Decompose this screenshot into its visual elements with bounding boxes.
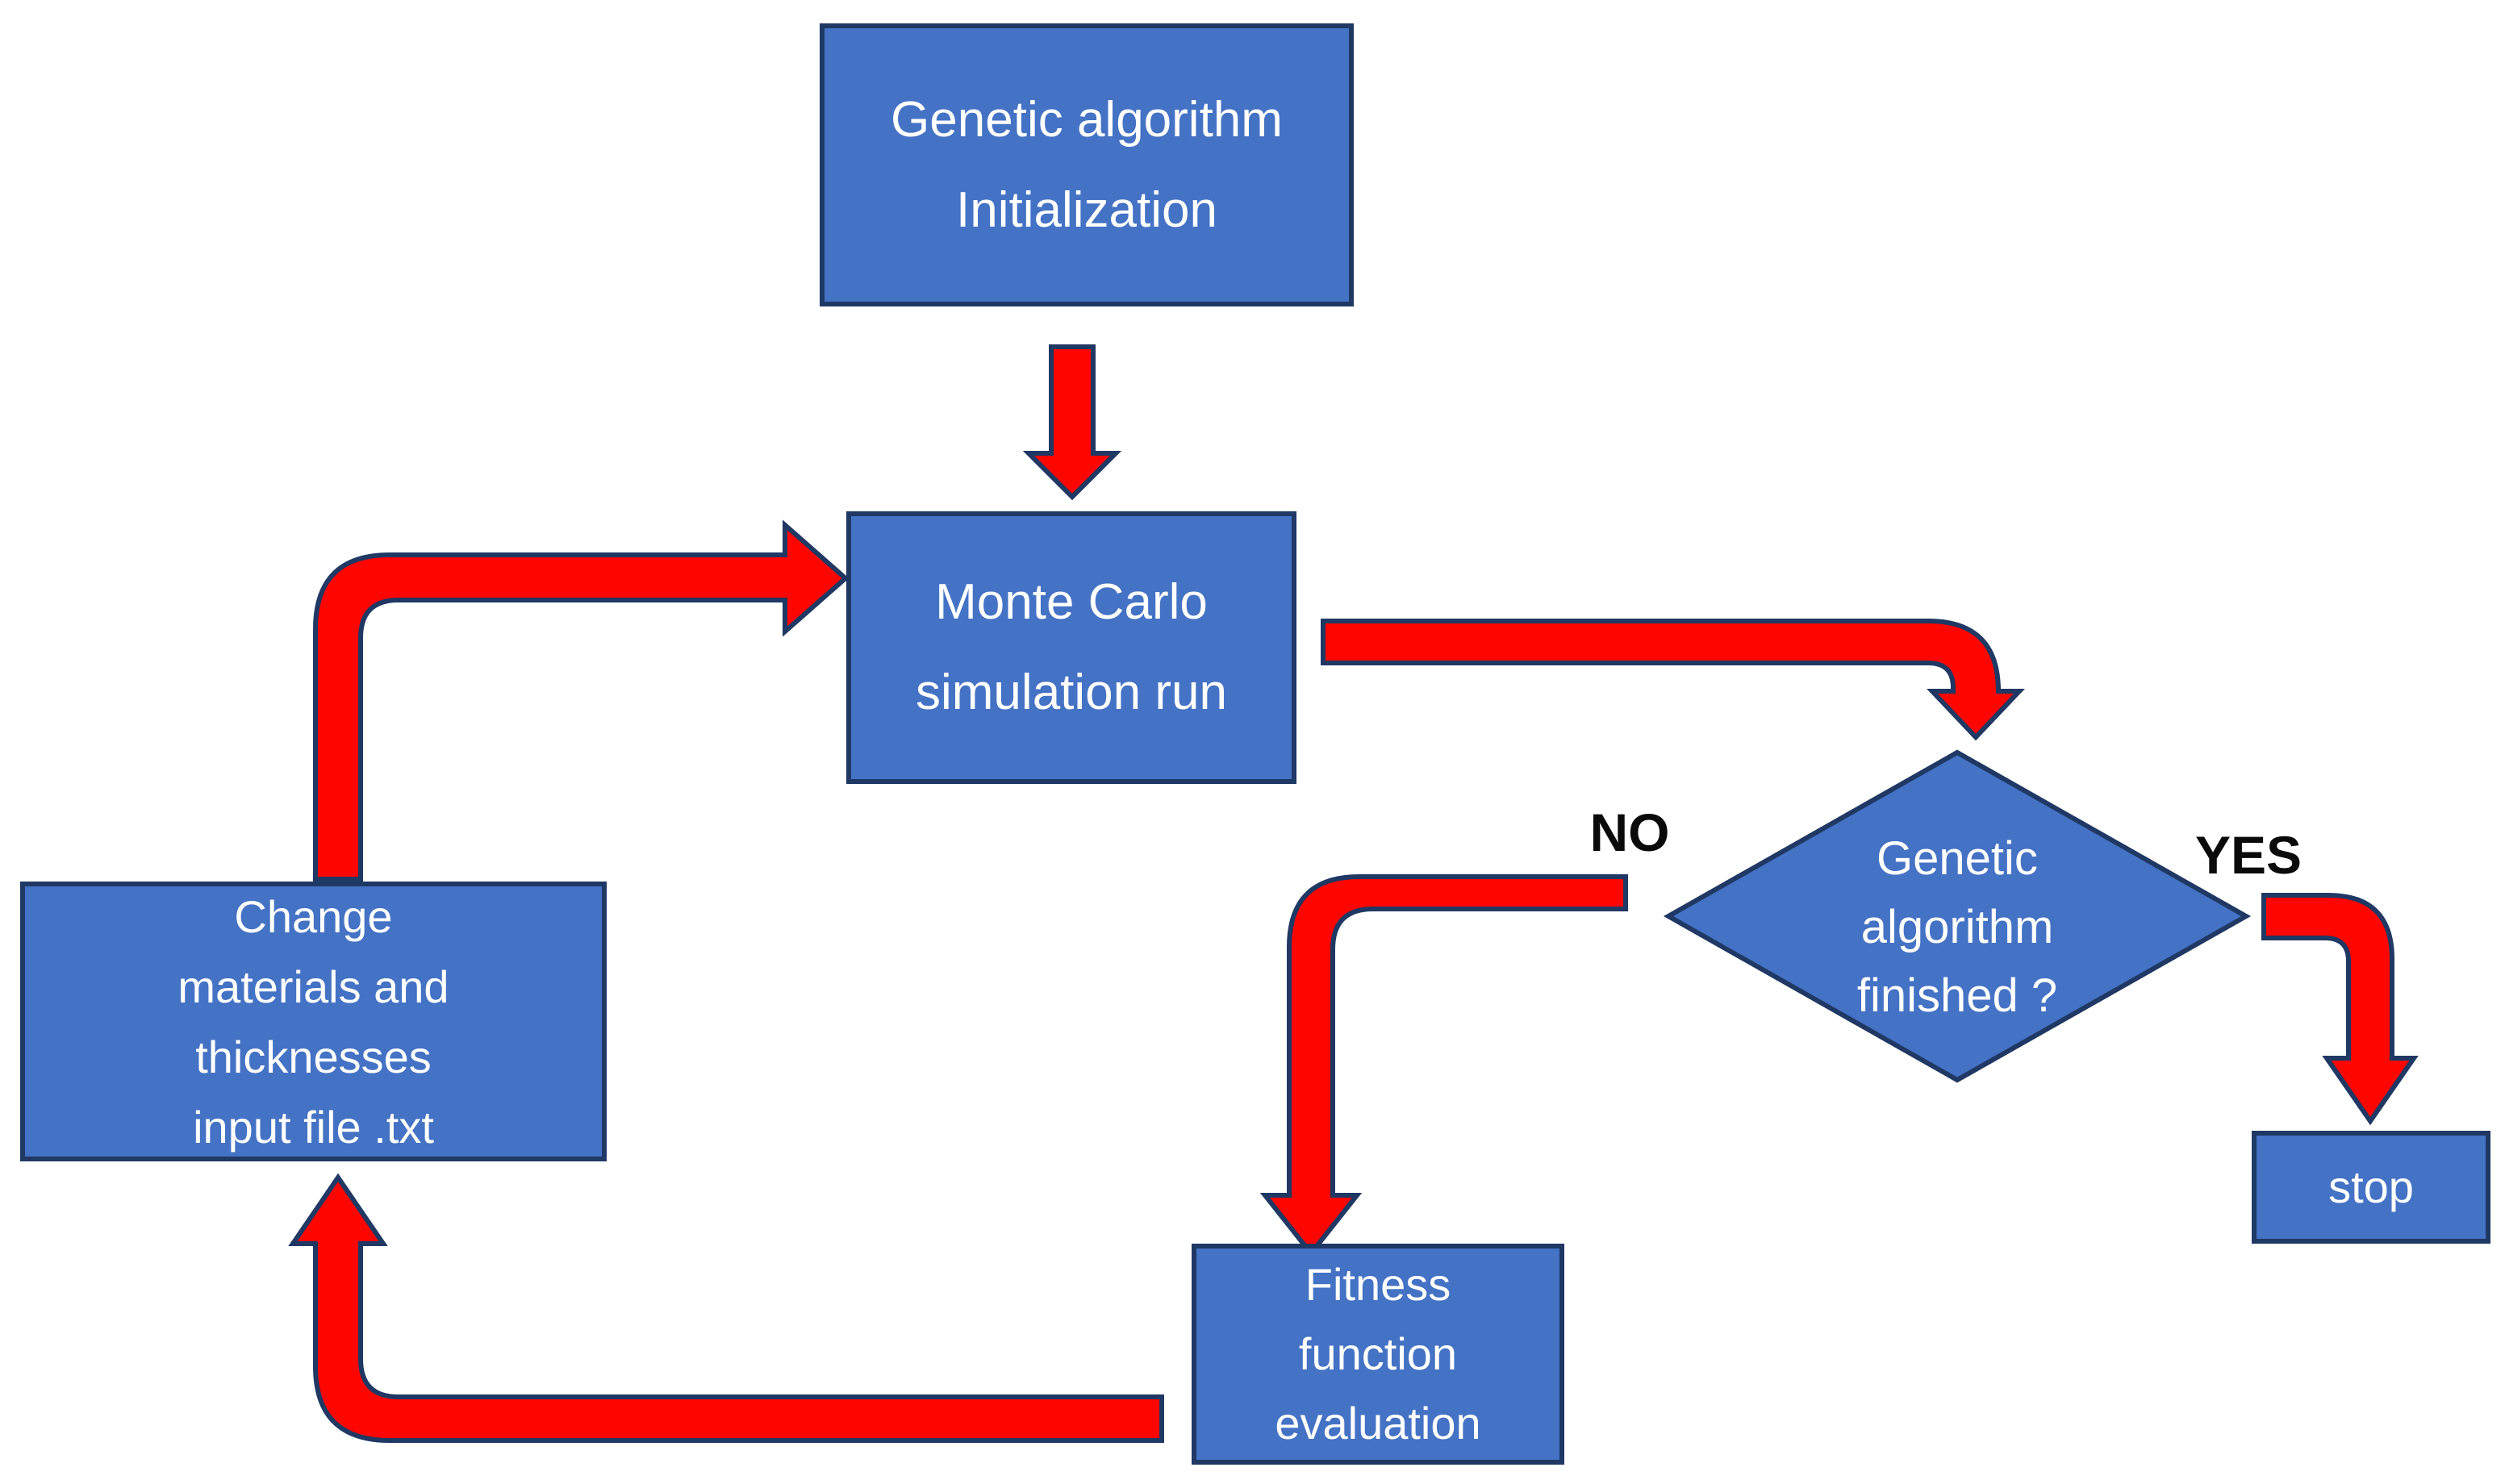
node-line: finished ? (1856, 969, 2058, 1022)
node-line: thicknesses (195, 1031, 432, 1082)
init-node: Genetic algorithm Initialization (820, 23, 1354, 306)
decision-diamond-label: Genetic algorithm finished ? (1796, 824, 2119, 1030)
node-line: evaluation (1275, 1398, 1481, 1449)
node-line: Monte Carlo (935, 574, 1208, 630)
arrow-decision-no-to-fitness (1259, 874, 1628, 1257)
node-line: input file .txt (193, 1101, 434, 1153)
yes-branch-label: YES (2194, 825, 2303, 885)
node-line: function (1298, 1328, 1458, 1379)
arrow-init-to-monte-carlo (1022, 344, 1122, 501)
stop-node: stop (2252, 1131, 2490, 1244)
arrow-fitness-to-change (288, 1173, 1164, 1443)
node-line: Genetic algorithm (891, 91, 1283, 148)
arrow-decision-yes-to-stop (2261, 893, 2419, 1126)
decision-diamond-shape (1663, 749, 2252, 1083)
no-branch-label: NO (1589, 802, 1670, 862)
arrow-monte-carlo-to-decision (1321, 619, 2025, 741)
node-line: algorithm (1860, 901, 2054, 953)
node-line: stop (2328, 1161, 2414, 1212)
node-line: Fitness (1305, 1259, 1451, 1310)
node-line: simulation run (916, 665, 1227, 720)
node-line: Genetic (1877, 832, 2038, 885)
node-line: Initialization (956, 181, 1217, 238)
node-line: materials and (177, 961, 449, 1012)
node-line: Change (234, 890, 393, 942)
monte-carlo-node: Monte Carlo simulation run (846, 511, 1296, 784)
change-inputs-node: Change materials and thicknesses input f… (20, 882, 607, 1161)
fitness-node: Fitness function evaluation (1192, 1244, 1564, 1465)
arrow-change-to-monte-carlo (313, 519, 850, 882)
